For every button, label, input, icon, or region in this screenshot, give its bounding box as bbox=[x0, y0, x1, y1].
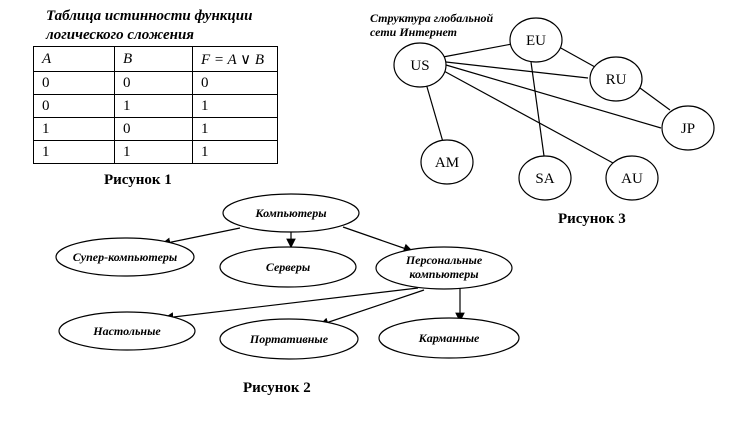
edge-us-ru bbox=[445, 61, 589, 79]
node-us bbox=[393, 42, 447, 88]
node-desktop-label: Настольные bbox=[92, 324, 161, 338]
node-personal-computers bbox=[375, 246, 513, 290]
node-am-label: AM bbox=[435, 155, 459, 171]
node-sa-label: SA bbox=[535, 171, 554, 187]
hierarchy-edges bbox=[160, 226, 465, 327]
table-row: 0 1 1 bbox=[33, 94, 278, 119]
edge-us-jp bbox=[445, 64, 662, 129]
node-desktop bbox=[58, 311, 196, 351]
node-laptop-label: Портативные bbox=[249, 332, 329, 346]
truth-table-title-line1: Таблица истинности функции bbox=[46, 8, 253, 24]
truth-table-header-row: A B F = A ∨ B bbox=[33, 45, 278, 73]
node-sa bbox=[518, 155, 572, 201]
node-pc-label-line1: Персональные bbox=[405, 253, 483, 267]
truth-table: A B F = A ∨ B 0 0 0 0 1 1 1 0 1 1 1 1 bbox=[33, 45, 278, 164]
node-laptop bbox=[219, 318, 359, 360]
edge-pc-desktop bbox=[163, 287, 419, 322]
node-au bbox=[605, 155, 659, 201]
truth-table-title-line2: логического сложения bbox=[46, 27, 195, 43]
edge-eu-ru bbox=[558, 46, 596, 68]
edge-root-super bbox=[160, 227, 241, 248]
figure1-caption: Рисунок 1 bbox=[104, 172, 172, 188]
node-am bbox=[420, 139, 474, 185]
node-jp bbox=[661, 105, 715, 151]
edge-us-au bbox=[441, 69, 614, 164]
network-title-line1: Структура глобальной bbox=[370, 11, 494, 25]
node-ru-label: RU bbox=[606, 72, 627, 88]
node-pocket-label: Карманные bbox=[418, 331, 480, 345]
node-pc-label-line2: компьютеры bbox=[409, 267, 478, 281]
node-jp-label: JP bbox=[681, 121, 695, 137]
edge-us-am bbox=[424, 79, 444, 143]
node-supercomputers bbox=[55, 237, 195, 277]
node-ru bbox=[589, 56, 643, 102]
edge-ru-jp bbox=[639, 87, 671, 111]
node-us-label: US bbox=[410, 58, 429, 74]
node-eu bbox=[509, 17, 563, 63]
node-eu-label: EU bbox=[526, 33, 546, 49]
edge-root-pc bbox=[342, 226, 414, 253]
table-row: 1 1 1 bbox=[33, 140, 278, 164]
node-servers bbox=[219, 246, 357, 288]
edge-eu-sa bbox=[530, 61, 545, 157]
figure3-caption: Рисунок 3 bbox=[558, 211, 626, 227]
node-computers-label: Компьютеры bbox=[254, 206, 326, 220]
network-edges bbox=[424, 43, 671, 164]
network-title-line2: сети Интернет bbox=[370, 25, 457, 39]
table-row: 1 0 1 bbox=[33, 117, 278, 142]
header-f: F = A ∨ B bbox=[192, 45, 278, 73]
cell-f: 1 bbox=[192, 140, 278, 164]
node-pocket bbox=[378, 317, 520, 359]
node-au-label: AU bbox=[621, 171, 643, 187]
node-servers-label: Серверы bbox=[266, 260, 310, 274]
header-a: A bbox=[33, 45, 115, 73]
edge-pc-laptop bbox=[318, 289, 425, 327]
node-computers bbox=[222, 193, 360, 233]
header-b: B bbox=[114, 45, 193, 73]
edge-us-eu bbox=[442, 43, 513, 58]
figure2-caption: Рисунок 2 bbox=[243, 380, 311, 396]
node-supercomputers-label: Супер-компьютеры bbox=[73, 250, 177, 264]
